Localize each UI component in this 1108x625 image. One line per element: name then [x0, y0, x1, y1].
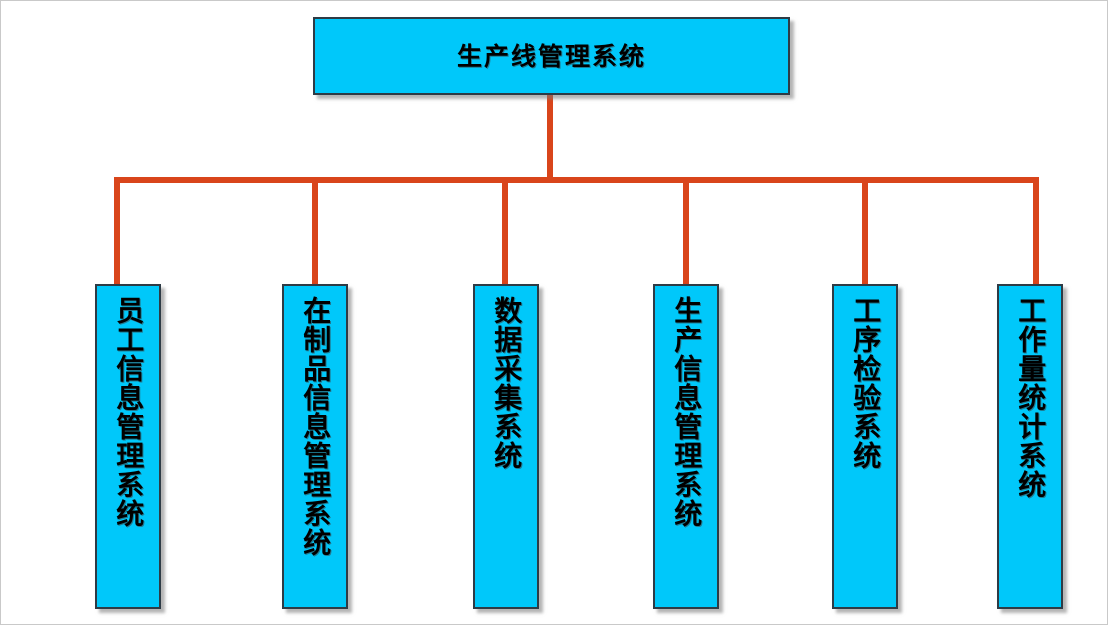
node-child-3-label: 数据采集系统 — [490, 296, 524, 470]
node-child-2[interactable]: 在制品信息管理系统 — [282, 284, 348, 609]
node-child-5-label: 工序检验系统 — [849, 296, 883, 470]
node-child-2-label: 在制品信息管理系统 — [299, 296, 333, 557]
connector-drop-6 — [1033, 177, 1039, 285]
connector-drop-1 — [114, 177, 120, 285]
node-child-1-label: 员工信息管理系统 — [112, 296, 146, 528]
node-child-1[interactable]: 员工信息管理系统 — [95, 284, 161, 609]
node-child-3[interactable]: 数据采集系统 — [473, 284, 539, 609]
connector-drop-2 — [312, 177, 318, 285]
node-child-5[interactable]: 工序检验系统 — [832, 284, 898, 609]
node-child-6[interactable]: 工作量统计系统 — [997, 284, 1063, 609]
connector-drop-4 — [683, 177, 689, 285]
node-child-6-label: 工作量统计系统 — [1014, 296, 1048, 499]
connector-root-stem — [547, 95, 553, 181]
connector-drop-3 — [502, 177, 508, 285]
node-root[interactable]: 生产线管理系统 — [313, 17, 790, 95]
node-root-label: 生产线管理系统 — [456, 41, 646, 71]
node-child-4[interactable]: 生产信息管理系统 — [653, 284, 719, 609]
connector-horizontal-bus — [114, 177, 1039, 183]
node-child-4-label: 生产信息管理系统 — [670, 296, 704, 528]
connector-drop-5 — [862, 177, 868, 285]
